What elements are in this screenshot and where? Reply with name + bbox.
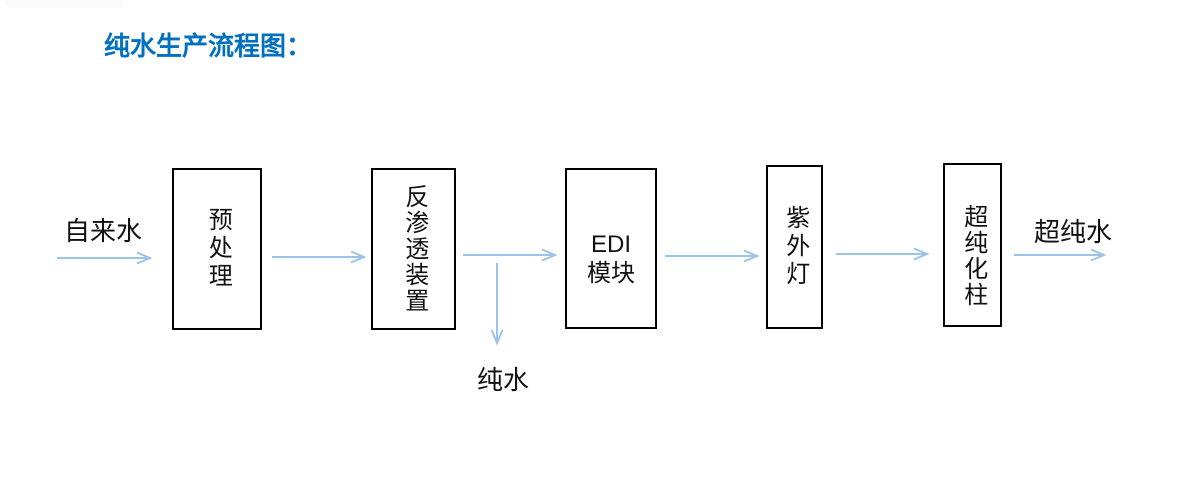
- process-box-edi-label-line2: 模块: [587, 259, 635, 287]
- process-box-edi-label-line1: EDI: [590, 230, 631, 258]
- process-box-pretreatment: 预处理: [172, 168, 262, 330]
- arrow-ultrapure-out: [1014, 248, 1107, 262]
- faint-smudge: [4, 0, 124, 8]
- process-box-uv-lamp-label: 紫外灯: [781, 205, 809, 289]
- arrow-edi-to-uv: [665, 249, 760, 263]
- process-box-purification-column-label: 超纯化柱: [959, 204, 987, 308]
- output-label-ultrapure: 超纯水: [1034, 217, 1113, 247]
- process-box-edi: EDI 模块: [565, 168, 657, 329]
- process-box-reverse-osmosis-label: 反渗透装置: [400, 184, 428, 314]
- process-box-uv-lamp: 紫外灯: [766, 165, 823, 329]
- process-box-reverse-osmosis: 反渗透装置: [371, 168, 456, 330]
- source-label-tapwater: 自来水: [64, 216, 143, 246]
- branch-label-purewater: 纯水: [477, 365, 530, 395]
- page-title: 纯水生产流程图：: [104, 31, 313, 61]
- arrow-uv-to-column: [836, 247, 930, 261]
- process-box-pretreatment-label: 预处理: [204, 207, 232, 291]
- process-box-purification-column: 超纯化柱: [943, 163, 1002, 327]
- arrow-branch-purewater: [490, 263, 504, 346]
- process-box-edi-label: EDI 模块: [587, 209, 635, 289]
- arrow-pretreatment-to-ro: [272, 250, 367, 264]
- arrow-tapwater-in: [57, 251, 153, 265]
- arrow-ro-to-edi: [463, 248, 558, 262]
